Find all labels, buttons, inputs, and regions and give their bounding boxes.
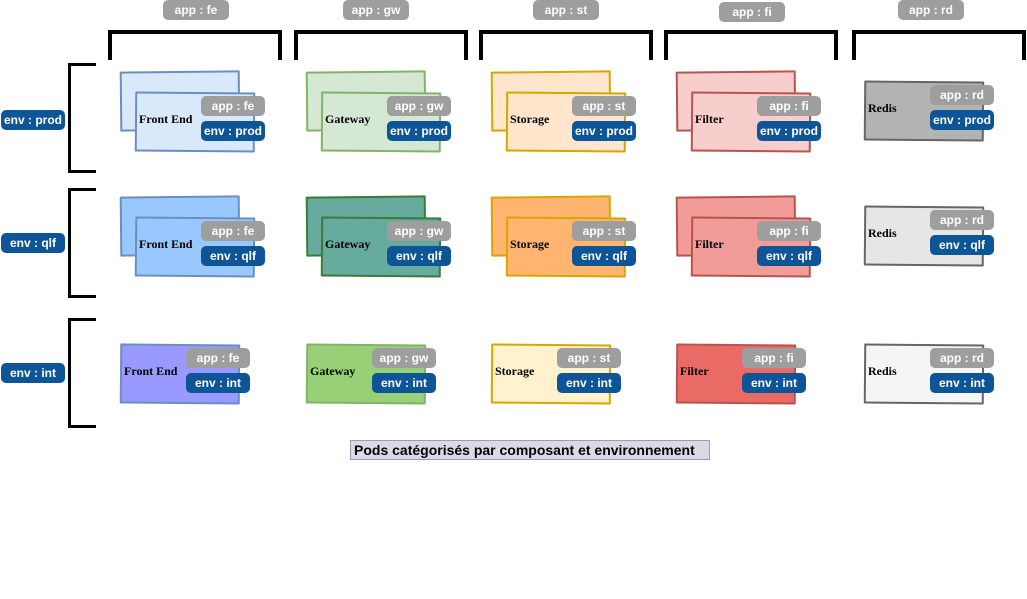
pod-name-rd-qlf: Redis [868,226,897,240]
pod-env-label-fe-int: env : int [186,373,250,393]
pod-app-label-fe-int: app : fe [186,348,250,368]
pod-name-gw-int: Gateway [310,364,356,378]
row-bracket-prod [68,63,96,173]
pod-env-label-st-qlf: env : qlf [572,246,636,266]
pod-name-gw-qlf: Gateway [325,237,371,251]
pod-env-label-fe-qlf: env : qlf [201,246,265,266]
row-bracket-int [68,318,96,428]
row-header-env-int: env : int [1,363,65,383]
pod-name-st-int: Storage [495,364,535,378]
pod-env-label-fi-int: env : int [742,373,806,393]
pod-env-label-gw-prod: env : prod [387,121,451,141]
pod-name-gw-prod: Gateway [325,112,371,126]
column-bracket-rd [852,30,1026,60]
pod-app-label-st-prod: app : st [572,96,636,116]
pod-app-label-rd-int: app : rd [930,348,994,368]
column-header-app-st: app : st [533,0,599,20]
pod-app-label-fe-prod: app : fe [201,96,265,116]
pod-env-label-fi-prod: env : prod [757,121,821,141]
column-bracket-fe [108,30,282,60]
pod-name-fi-qlf: Filter [695,237,724,251]
column-bracket-gw [294,30,468,60]
row-bracket-qlf [68,188,96,298]
pod-name-st-prod: Storage [510,112,550,126]
column-bracket-fi [664,30,838,60]
pod-env-label-gw-int: env : int [372,373,436,393]
pod-app-label-fi-prod: app : fi [757,96,821,116]
pod-app-label-st-int: app : st [557,348,621,368]
pod-name-fe-int: Front End [124,364,178,378]
pod-app-label-fi-qlf: app : fi [757,221,821,241]
column-header-app-fi: app : fi [719,2,785,22]
pod-env-label-rd-int: env : int [930,373,994,393]
pod-app-label-st-qlf: app : st [572,221,636,241]
row-header-env-qlf: env : qlf [1,233,65,253]
pod-app-label-fe-qlf: app : fe [201,221,265,241]
pod-env-label-st-prod: env : prod [572,121,636,141]
column-header-app-gw: app : gw [343,0,409,20]
pod-name-rd-int: Redis [868,364,897,378]
pod-name-fi-prod: Filter [695,112,724,126]
pod-app-label-gw-int: app : gw [372,348,436,368]
pod-app-label-gw-qlf: app : gw [387,221,451,241]
pod-name-fe-qlf: Front End [139,237,193,251]
pod-app-label-gw-prod: app : gw [387,96,451,116]
row-header-env-prod: env : prod [1,110,65,130]
pod-name-st-qlf: Storage [510,237,550,251]
column-bracket-st [479,30,653,60]
pod-env-label-fi-qlf: env : qlf [757,246,821,266]
pod-app-label-fi-int: app : fi [742,348,806,368]
pod-env-label-st-int: env : int [557,373,621,393]
pod-app-label-rd-qlf: app : rd [930,210,994,230]
pod-name-rd-prod: Redis [868,101,897,115]
pod-env-label-rd-prod: env : prod [930,110,994,130]
pod-name-fe-prod: Front End [139,112,193,126]
pod-app-label-rd-prod: app : rd [930,85,994,105]
pod-env-label-gw-qlf: env : qlf [387,246,451,266]
column-header-app-fe: app : fe [163,0,229,20]
pod-env-label-rd-qlf: env : qlf [930,235,994,255]
pod-env-label-fe-prod: env : prod [201,121,265,141]
pod-name-fi-int: Filter [680,364,709,378]
column-header-app-rd: app : rd [898,0,964,20]
diagram-caption: Pods catégorisés par composant et enviro… [350,440,710,460]
